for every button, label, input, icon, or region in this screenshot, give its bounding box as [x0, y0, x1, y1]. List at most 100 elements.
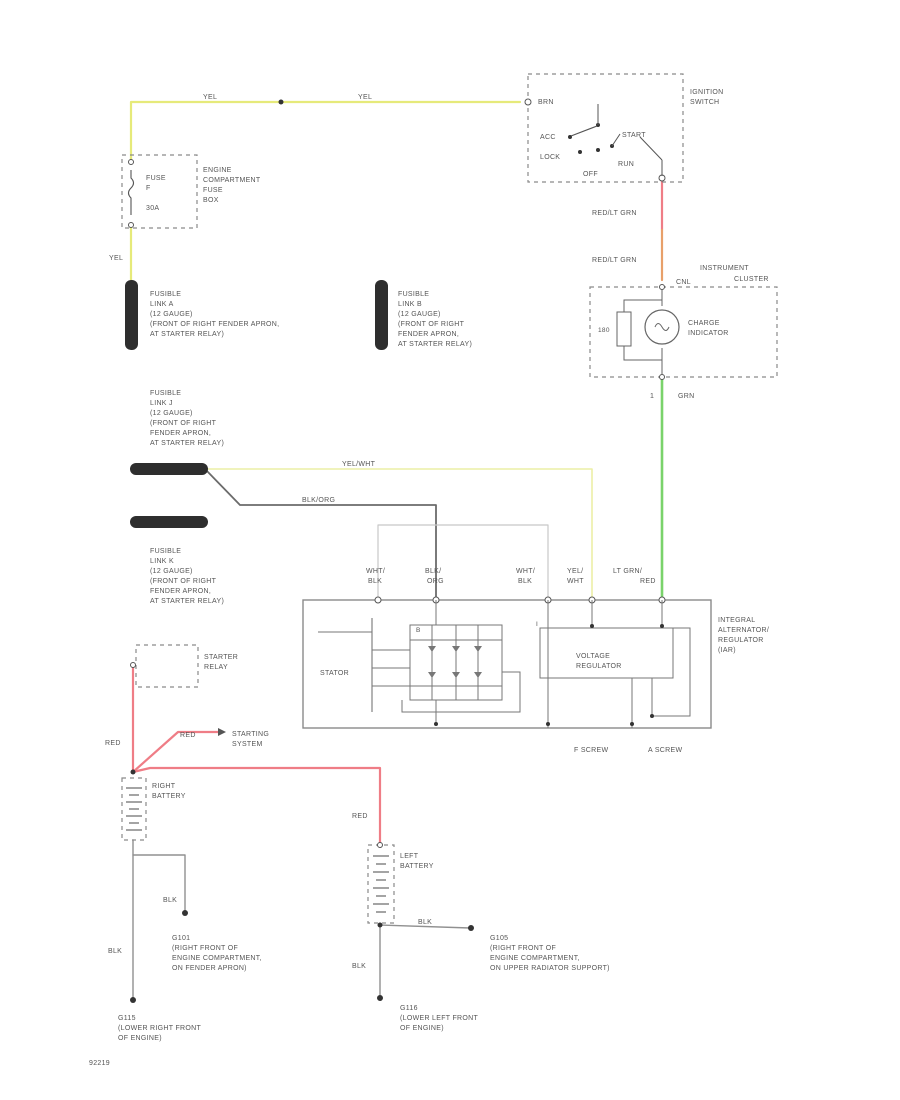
fusible-link-k: FUSIBLE LINK K (12 GAUGE) (FRONT OF RIGH… — [130, 516, 224, 605]
alternator-title-line1: INTEGRAL — [718, 617, 755, 624]
fuse-number-label: F — [146, 185, 151, 192]
fusible-link-k-line3: (12 GAUGE) — [150, 568, 193, 575]
g115-line1: G115 — [118, 1015, 136, 1022]
alternator-title-line2: ALTERNATOR/ — [718, 627, 769, 634]
ignition-lock-contact — [578, 150, 582, 154]
wires — [129, 100, 664, 1001]
fusible-link-k-line6: AT STARTER RELAY) — [150, 598, 224, 605]
cluster-resistor — [616, 311, 632, 347]
ignition-run-label: RUN — [618, 161, 634, 168]
fusible-link-b-line2: LINK B — [398, 301, 422, 308]
g115-line2: (LOWER RIGHT FRONT — [118, 1025, 201, 1032]
fuse-box-title-line2: COMPARTMENT — [203, 177, 261, 184]
left-battery-label-line2: BATTERY — [400, 863, 434, 870]
ignition-off-contact — [596, 148, 600, 152]
right-battery-label-line2: BATTERY — [152, 793, 186, 800]
fusible-link-k-line5: FENDER APRON, — [150, 588, 211, 595]
terminal-blk-org-line1: BLK/ — [425, 568, 441, 575]
fusible-link-j-line4: (FRONT OF RIGHT — [150, 420, 217, 427]
g116-line1: G116 — [400, 1005, 418, 1012]
right-battery: RIGHT BATTERY — [121, 777, 186, 841]
fusible-link-b: FUSIBLE LINK B (12 GAUGE) (FRONT OF RIGH… — [375, 280, 472, 350]
terminal-wht-blk-1-line2: BLK — [368, 578, 382, 585]
red-lt-grn-label-1: RED/LT GRN — [592, 210, 637, 217]
page-code: 92219 — [89, 1060, 110, 1067]
fusible-link-k-body — [130, 516, 208, 528]
yel-wht-wire — [204, 468, 593, 601]
ground-g105-dot — [468, 925, 474, 931]
ignition-output-line — [639, 136, 663, 161]
ignition-title-line2: SWITCH — [690, 99, 719, 106]
fusible-link-a-line3: (12 GAUGE) — [150, 311, 193, 318]
fusible-link-a-line4: (FRONT OF RIGHT FENDER APRON, — [150, 321, 279, 328]
fusible-link-a-body — [125, 280, 138, 350]
terminal-yel-wht-line1: YEL/ — [567, 568, 583, 575]
g115-line3: OF ENGINE) — [118, 1035, 162, 1042]
starter-relay-label-line1: STARTER — [204, 654, 238, 661]
fusible-link-j-line2: LINK J — [150, 400, 173, 407]
terminal-wht-blk-1-line1: WHT/ — [366, 568, 385, 575]
terminal-wht-blk-2-line1: WHT/ — [516, 568, 535, 575]
fusible-link-a: FUSIBLE LINK A (12 GAUGE) (FRONT OF RIGH… — [125, 280, 279, 350]
blk-org-wire-label: BLK/ORG — [302, 497, 335, 504]
fusible-link-j: FUSIBLE LINK J (12 GAUGE) (FRONT OF RIGH… — [130, 390, 224, 475]
red-lt-grn-label-2: RED/LT GRN — [592, 257, 637, 264]
cluster-terminal-1-label: 1 — [650, 393, 654, 400]
starting-system-label-line1: STARTING — [232, 731, 269, 738]
cluster-title-line1: INSTRUMENT — [700, 265, 749, 272]
left-battery-splice-dot — [377, 922, 383, 928]
stator-label: STATOR — [320, 670, 349, 677]
ignition-title-line1: IGNITION — [690, 89, 724, 96]
starting-system-arrow-icon — [218, 728, 226, 736]
lamp-filament-icon — [654, 323, 670, 331]
ground-g116-dot — [377, 995, 383, 1001]
blk-label-right-branch: BLK — [163, 897, 177, 904]
fusible-link-k-line1: FUSIBLE — [150, 548, 181, 555]
fusible-link-j-line5: FENDER APRON, — [150, 430, 211, 437]
alternator-title-line3: REGULATOR — [718, 637, 764, 644]
regulator-internal-wiring — [547, 600, 691, 728]
fuse-box-title-line1: ENGINE — [203, 167, 232, 174]
fusible-link-j-line6: AT STARTER RELAY) — [150, 440, 224, 447]
charge-indicator-label-line2: INDICATOR — [688, 330, 729, 337]
f-screw-label: F SCREW — [574, 747, 608, 754]
fusible-link-a-line5: AT STARTER RELAY) — [150, 331, 224, 338]
fuse-label: FUSE — [146, 175, 166, 182]
blk-org-wire — [204, 468, 437, 601]
yel-label-right: YEL — [358, 94, 372, 101]
fusible-link-a-line2: LINK A — [150, 301, 174, 308]
a-screw-label: A SCREW — [648, 747, 682, 754]
fusible-link-k-line4: (FRONT OF RIGHT — [150, 578, 217, 585]
engine-fuse-box: FUSE F 30A ENGINE COMPARTMENT FUSE BOX — [121, 154, 261, 229]
yel-wire-top — [129, 100, 522, 164]
yel-splice-dot — [278, 99, 284, 105]
g101-line4: ON FENDER APRON) — [172, 965, 247, 972]
right-battery-label-line1: RIGHT — [152, 783, 176, 790]
alternator-outline — [302, 599, 712, 729]
ground-g115-label: G115 (LOWER RIGHT FRONT OF ENGINE) — [118, 1015, 201, 1042]
red-wire-left-battery — [131, 766, 382, 847]
starter-relay: STARTER RELAY — [130, 644, 238, 688]
left-battery-cells-icon — [373, 855, 389, 913]
g101-line3: ENGINE COMPARTMENT, — [172, 955, 262, 962]
blk-label-left-vertical: BLK — [352, 963, 366, 970]
blk-label-left-branch: BLK — [418, 919, 432, 926]
fuse-box-title-line4: BOX — [203, 197, 219, 204]
g116-line2: (LOWER LEFT FRONT — [400, 1015, 479, 1022]
left-battery-label-line1: LEFT — [400, 853, 419, 860]
regulator-pin-i-label: I — [536, 621, 538, 628]
terminal-lt-grn-red-line1: LT GRN/ — [613, 568, 642, 575]
ignition-brn-label: BRN — [538, 99, 554, 106]
red-label-vertical: RED — [105, 740, 121, 747]
fusible-link-b-body — [375, 280, 388, 350]
voltage-regulator-label-line1: VOLTAGE — [576, 653, 610, 660]
red-label-branch: RED — [180, 732, 196, 739]
fusible-link-b-line1: FUSIBLE — [398, 291, 429, 298]
integral-alternator-regulator: WHT/ BLK BLK/ ORG WHT/ BLK YEL/ WHT LT G… — [302, 568, 769, 754]
blk-wire-left-battery-branch — [379, 924, 471, 929]
fusible-link-j-line3: (12 GAUGE) — [150, 410, 193, 417]
red-splice-dot — [130, 769, 136, 775]
yel-label-vertical: YEL — [109, 255, 123, 262]
fusible-link-j-body — [130, 463, 208, 475]
